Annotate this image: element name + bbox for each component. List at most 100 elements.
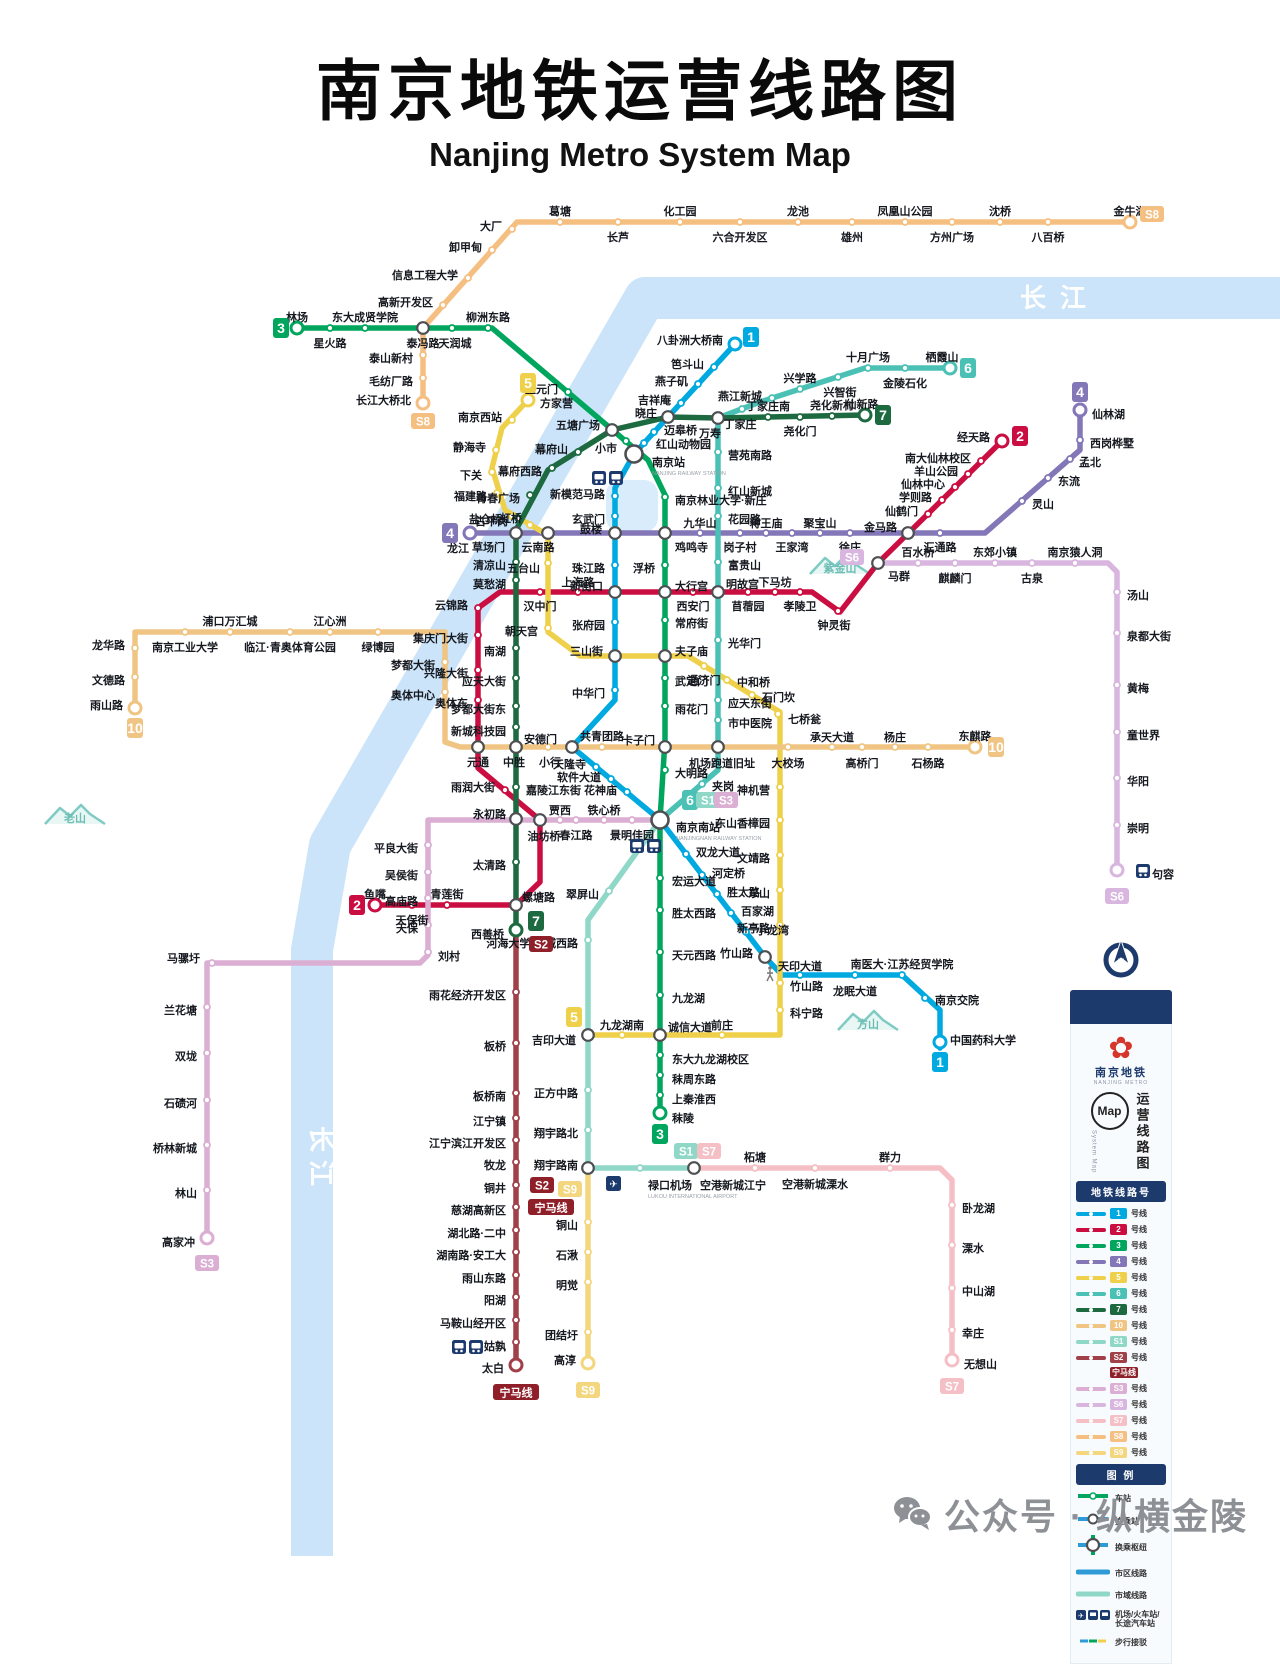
station [751,1164,759,1172]
station [711,411,725,425]
station [1072,402,1088,418]
line-badge-S8: S8 [411,413,435,429]
station-label: 栖霞山 [926,350,959,364]
logo-en: NANJING METRO [1093,1080,1149,1086]
station [714,636,722,644]
station [416,321,430,335]
station [508,416,516,424]
line-badge-S6: S6 [840,549,864,565]
line-badge-S3: S3 [714,792,738,808]
station [996,218,1004,226]
station [661,616,669,624]
station [512,1203,520,1211]
station [710,363,718,371]
station [556,816,564,824]
station [901,364,909,372]
station [584,1126,592,1134]
station [711,740,725,754]
metro-logo-icon: ✿ [1108,1032,1134,1065]
station-label: 胜太西路 [671,906,717,920]
station-label: 云南路 [522,540,556,554]
station [948,1326,956,1334]
line-badge-3: 3 [273,318,289,338]
station-label: 湖南路·安工大 [436,1248,506,1262]
station [650,810,670,830]
station-label: 通济门 [688,673,721,687]
station [424,921,432,929]
station [464,274,472,282]
station-label: 南京站 [652,455,685,469]
station [512,1114,520,1122]
station [936,529,944,537]
svg-text:10: 10 [988,739,1004,755]
station-label: 大校场 [772,756,805,770]
station [474,604,482,612]
station-label: 石门坎 [761,690,796,704]
station-label: 群力 [878,1150,901,1164]
station [526,491,534,499]
station [764,413,772,421]
station-label: 吴侯街 [385,868,418,882]
station [694,380,702,388]
mountain-老山: 老山 [44,803,106,826]
station-label: 六合开发区 [713,230,768,244]
station [508,1357,524,1373]
station [834,607,842,615]
station [608,526,622,540]
station-label: 凤凰山公园 [878,204,933,218]
station [326,628,334,636]
svg-text:S7: S7 [945,1382,959,1394]
watermark: 公众号 · 纵横金陵 [892,1488,1248,1540]
svg-text:4: 4 [446,525,454,541]
station-label: 富贵山 [728,558,761,572]
station-label: 空港新城溧水 [782,1177,849,1191]
station-label: 杨庄 [884,730,906,744]
compass-icon: N [1103,938,1139,978]
station-label: 石碛河 [163,1096,197,1110]
station-label: 铜井 [483,1181,506,1195]
station-label: 共青团路 [580,729,625,743]
station-label: 中华门 [572,686,605,700]
station [611,492,619,500]
line-badge-宁马线: 宁马线 [493,1384,539,1400]
station-label: 蒋王庙 [750,516,783,530]
station [811,1164,819,1172]
station [367,897,383,913]
station [512,1271,520,1279]
svg-text:3: 3 [277,320,285,336]
station-label: 仙鹤门 [885,504,918,518]
station-label: 西安门 [677,599,710,613]
station-label: 东山香樟园 [715,816,770,830]
station [584,1218,592,1226]
station [828,412,836,420]
station [508,225,516,233]
station-label: 幕府西路 [497,464,543,478]
station [776,921,784,929]
station [415,395,431,411]
line-badge-5: 5 [520,373,536,393]
station [828,743,836,751]
station-icons [452,1340,483,1354]
station [544,559,552,567]
station-label: 西善桥 [471,927,505,941]
station [948,1201,956,1209]
station-label: 梦都大街 [391,658,435,672]
station-label: 高淳 [554,1353,576,1367]
station [1113,588,1121,596]
station-label: 孝陵卫 [783,599,817,613]
legend-symbol-5: ✈机场/火车站/ 长途汽车站 [1076,1608,1166,1629]
station-label: 中和桥 [737,675,771,689]
station-label: 小市 [594,441,617,455]
station-label: 绿博园 [362,640,395,654]
station-label: 团结圩 [545,1328,578,1342]
station [1109,862,1125,878]
station-label: 江心洲 [314,614,347,628]
station [611,618,619,626]
station [520,392,536,408]
station [512,1316,520,1324]
station [199,1230,215,1246]
station-label: 河定桥 [712,866,746,880]
station-label: 龙眠大道 [832,984,877,998]
station [512,558,520,566]
